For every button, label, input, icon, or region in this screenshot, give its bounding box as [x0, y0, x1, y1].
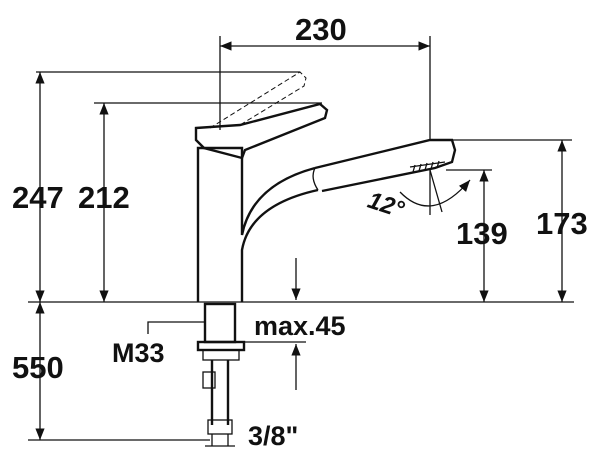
width-label: 230	[295, 12, 347, 47]
thread-size-label: M33	[112, 338, 165, 368]
height-lever-raised-label: 247	[12, 180, 64, 215]
spout-top-height-label: 173	[536, 206, 588, 241]
aerator-head	[409, 160, 446, 173]
dimension-212: 212	[78, 102, 322, 302]
dimension-139: 139	[446, 169, 508, 302]
dimension-max45: max.45	[244, 258, 346, 390]
dimension-247: 247	[12, 71, 300, 302]
thread-callout: M33	[112, 321, 205, 368]
height-lever-label: 212	[78, 180, 130, 215]
lever-raised-outline	[209, 71, 307, 129]
faucet-body	[196, 146, 319, 302]
connection-callout: 3/8"	[248, 421, 298, 451]
supply-hose	[202, 360, 235, 447]
mounting-shank	[196, 302, 246, 361]
dimension-230: 230	[219, 12, 431, 140]
below-counter-length-label: 550	[12, 350, 64, 385]
max-thickness-label: max.45	[254, 311, 346, 341]
spout-outlet-height-label: 139	[456, 216, 508, 251]
dimension-173: 173	[452, 139, 588, 302]
lever-handle	[194, 71, 329, 160]
connection-size-label: 3/8"	[248, 421, 298, 451]
dimension-550: 550	[12, 302, 210, 441]
